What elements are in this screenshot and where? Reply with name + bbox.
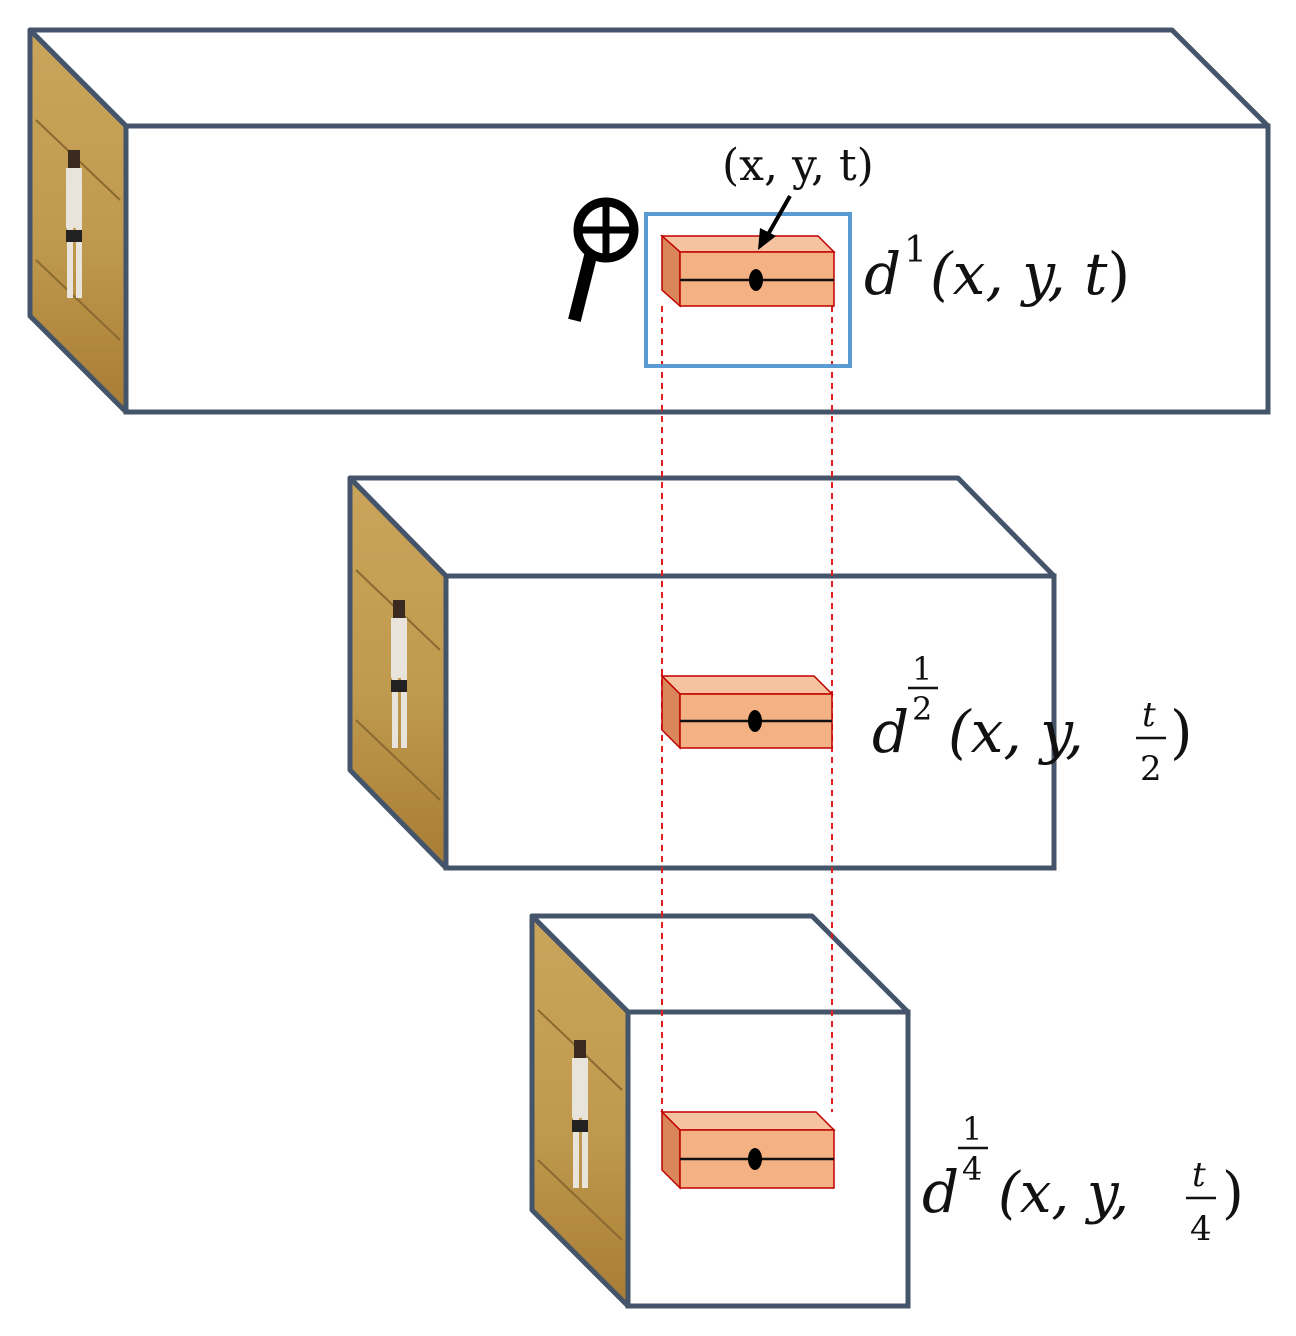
equation-quarter-d: d <box>922 1158 959 1226</box>
point-label: (x, y, t) <box>722 140 874 191</box>
volume-full-top-face <box>27 27 1271 129</box>
equation-full-args: (x, y, t) <box>930 240 1130 308</box>
equation-quarter-t-numerator: t <box>1192 1155 1206 1195</box>
volume-full <box>27 27 1271 415</box>
magnifier-crosshair-icon <box>568 197 639 322</box>
equation-level-full: d 1 (x, y, t) <box>864 230 1130 308</box>
equation-half-exp-numerator: 1 <box>912 650 932 688</box>
video-frame-full <box>35 119 121 341</box>
volume-half-top-face <box>347 475 1057 579</box>
equation-quarter-exp-numerator: 1 <box>962 1110 982 1148</box>
volume-half <box>347 475 1057 871</box>
volume-quarter <box>529 913 911 1309</box>
feature-cuboid-full <box>660 234 836 308</box>
feature-cuboid-quarter <box>660 1110 836 1190</box>
equation-half-exp-denominator: 2 <box>912 690 932 728</box>
point-arrow <box>758 195 792 250</box>
equation-quarter-close: ) <box>1222 1161 1244 1226</box>
equation-quarter-t-denominator: 4 <box>1190 1209 1212 1249</box>
alignment-connectors <box>661 306 833 1112</box>
equation-half-t-denominator: 2 <box>1140 749 1162 789</box>
video-frame-quarter <box>537 1009 623 1241</box>
sample-point-half <box>748 710 762 732</box>
video-frame-half <box>355 569 441 801</box>
equation-half-d: d <box>872 698 909 766</box>
sampling-window-highlight <box>644 212 852 368</box>
sample-point-full <box>749 269 763 291</box>
equation-quarter-args: (x, y, <box>998 1161 1129 1226</box>
equation-full-d: d <box>864 240 901 308</box>
equation-half-close: ) <box>1170 698 1193 766</box>
equation-quarter-exp-denominator: 4 <box>962 1150 982 1188</box>
equation-level-quarter: d 1 4 (x, y, t 4 ) <box>922 1110 1244 1249</box>
equation-half-args: (x, y, <box>948 698 1084 766</box>
sample-point-quarter <box>748 1148 762 1170</box>
equation-half-t-numerator: t <box>1142 695 1156 735</box>
equation-full-exponent: 1 <box>904 230 927 271</box>
feature-cuboid-half <box>660 674 834 750</box>
equation-level-half: d 1 2 (x, y, t 2 ) <box>872 650 1193 789</box>
